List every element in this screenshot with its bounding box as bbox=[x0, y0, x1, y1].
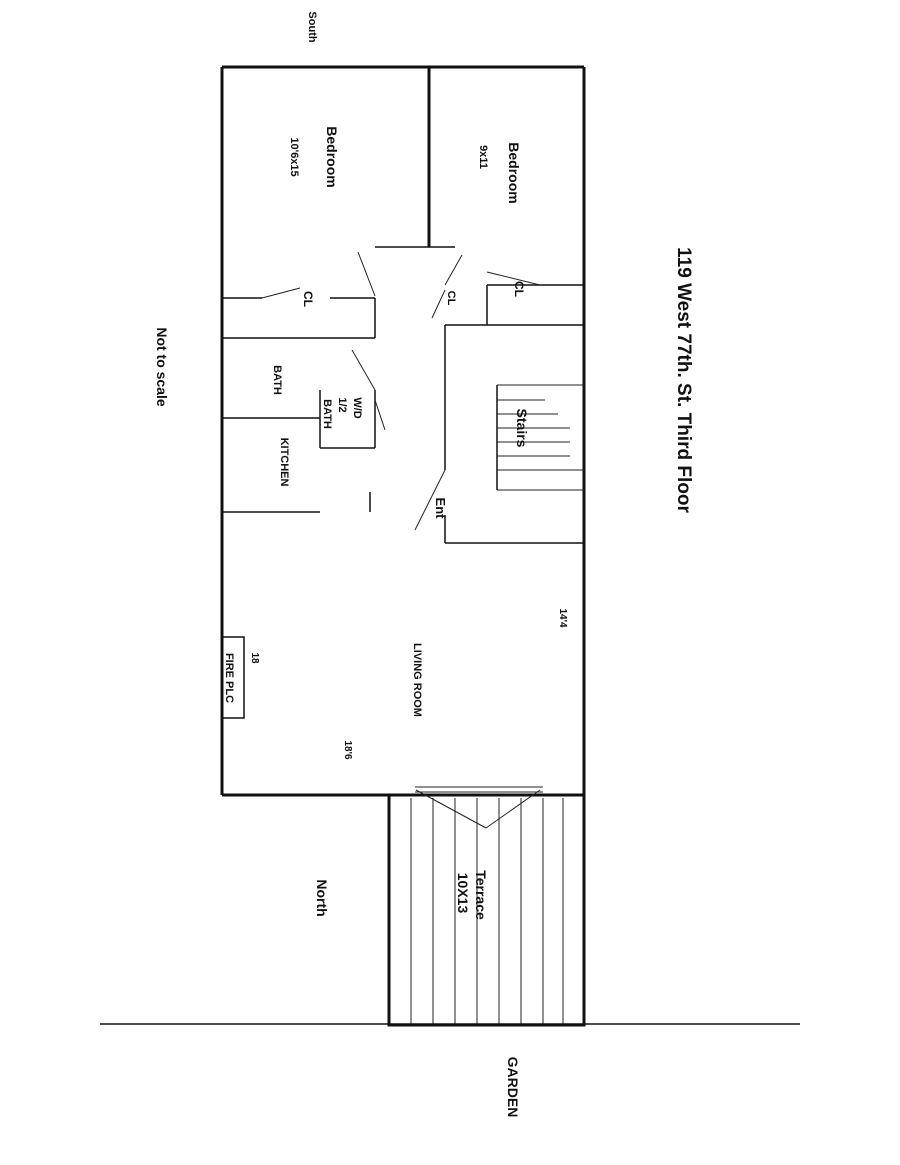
entry-label: Ent bbox=[433, 498, 448, 520]
terrace-name: Terrace bbox=[473, 870, 489, 920]
door-swings bbox=[261, 251, 541, 531]
plan-title: 119 West 77th. St. Third Floor bbox=[673, 247, 694, 513]
bedroom-left-size: 10'6x15 bbox=[288, 137, 300, 176]
interior-walls bbox=[221, 67, 584, 719]
closet-mid-label: CL bbox=[445, 291, 457, 306]
dimension-18-6: 18'6 bbox=[342, 740, 353, 760]
terrace-size: 10X13 bbox=[455, 873, 471, 914]
garden-label: GARDEN bbox=[505, 1057, 521, 1118]
bedroom-right-size: 9x11 bbox=[477, 145, 489, 169]
bedroom-left-name: Bedroom bbox=[324, 126, 340, 187]
compass-south: South bbox=[306, 11, 318, 42]
compass-north: North bbox=[314, 879, 330, 916]
kitchen-label: KITCHEN bbox=[278, 438, 290, 487]
half-bath-label: BATH bbox=[321, 399, 333, 429]
wd-label: W/D bbox=[351, 397, 363, 418]
bedroom-right-name: Bedroom bbox=[506, 142, 522, 203]
scale-note: Not to scale bbox=[154, 327, 170, 407]
bath-label: BATH bbox=[271, 365, 283, 395]
closet-right-label: CL bbox=[512, 281, 526, 297]
fireplace-label: FIRE PLC bbox=[223, 653, 235, 703]
dimension-14-4: 14'4 bbox=[557, 608, 568, 628]
half-bath-fraction: 1/2 bbox=[336, 397, 348, 412]
dimension-18: 18 bbox=[249, 652, 260, 664]
stairs bbox=[496, 384, 584, 491]
closet-left-label: CL bbox=[301, 291, 315, 307]
terrace bbox=[387, 786, 586, 1027]
stairs-label: Stairs bbox=[514, 409, 530, 448]
living-room-label: LIVING ROOM bbox=[411, 643, 423, 717]
